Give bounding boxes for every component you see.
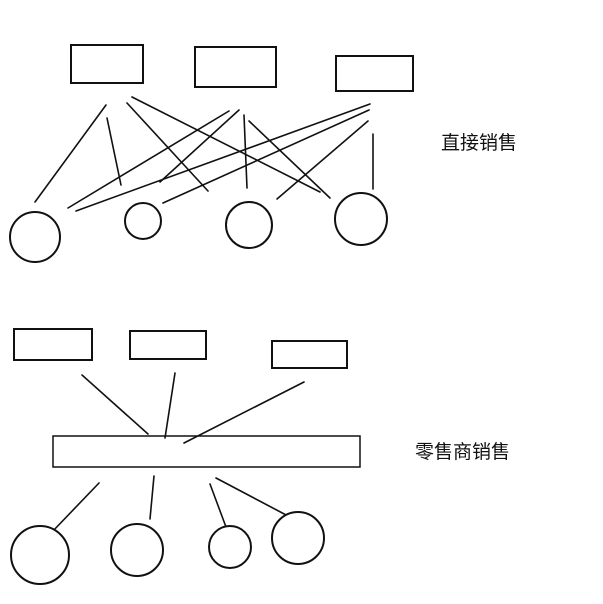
retail-link [183, 381, 305, 444]
direct-link [248, 120, 331, 199]
direct-producer-box-3 [335, 55, 414, 92]
retail-link [215, 477, 289, 517]
direct-sales-group [9, 44, 414, 263]
retail-producer-box-2 [129, 330, 207, 360]
direct-consumer-circle-3 [225, 201, 273, 249]
retail-consumer-circle-3 [208, 525, 252, 569]
direct-producer-box-2 [194, 46, 277, 88]
retail-link [149, 475, 155, 520]
retail-consumer-circle-2 [110, 523, 164, 577]
retailer-sales-group [10, 328, 361, 585]
retail-producer-box-3 [271, 340, 348, 369]
direct-link [276, 120, 369, 200]
retail-producer-box-1 [13, 328, 93, 361]
retail-link [51, 482, 100, 533]
retail-link [81, 374, 149, 435]
direct-consumer-circle-2 [124, 202, 162, 240]
direct-consumer-circle-1 [9, 211, 61, 263]
retail-consumer-circle-4 [271, 511, 325, 565]
direct-sales-label: 直接销售 [441, 132, 518, 154]
direct-link [131, 96, 321, 193]
direct-link [34, 104, 107, 203]
direct-link [243, 114, 248, 189]
direct-link [75, 103, 371, 212]
retail-link [209, 483, 227, 528]
direct-link [106, 117, 122, 186]
retail-link [164, 372, 176, 439]
retail-consumer-circle-1 [10, 525, 70, 585]
direct-producer-box-1 [70, 44, 144, 84]
direct-link [162, 109, 370, 204]
direct-link [159, 109, 240, 183]
direct-link [126, 102, 209, 192]
retailer-sales-label: 零售商销售 [415, 441, 511, 463]
direct-link [67, 110, 230, 209]
retailer-bar [52, 435, 361, 468]
direct-consumer-circle-4 [334, 192, 388, 246]
